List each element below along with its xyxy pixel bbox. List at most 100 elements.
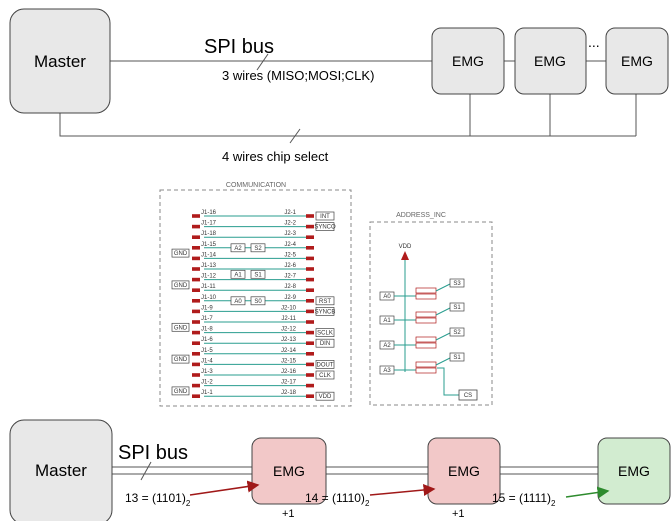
- gnd-label: GND: [174, 283, 188, 289]
- cs-label: CS: [464, 393, 472, 399]
- left-pin: [192, 362, 200, 367]
- right-pin-label: J2-13: [281, 337, 297, 343]
- address-tag-label: A0: [234, 299, 242, 305]
- jumper-top: [415, 287, 437, 294]
- left-pin: [192, 256, 200, 261]
- signal-port: [315, 360, 335, 369]
- cs-trace: [437, 367, 459, 396]
- right-pin: [306, 246, 314, 250]
- jumper-bottom: [415, 293, 437, 300]
- left-pin-label: J1-8: [201, 327, 213, 333]
- address-inc-title: ADDRESS_INC: [396, 212, 446, 219]
- right-pin-label: J2-6: [284, 263, 296, 269]
- address-arrow-2: [369, 484, 436, 496]
- ellipsis: ...: [588, 34, 600, 50]
- address-output-label: S1: [453, 305, 461, 311]
- vdd-arrow: [401, 251, 409, 260]
- right-pin-label: J2-11: [281, 316, 296, 322]
- right-pin-label: J2-9: [284, 295, 296, 301]
- master-box: [9, 8, 111, 114]
- bottom-emg-label-3: EMG: [618, 463, 650, 479]
- left-pin-label: J1-6: [201, 337, 213, 343]
- address-out-trace: [435, 283, 451, 292]
- address-tag: [230, 243, 246, 253]
- select-tag-label: S0: [254, 299, 262, 305]
- signal-port: [315, 307, 335, 316]
- emg-box-1: [431, 27, 505, 95]
- jumper-bottom: [415, 317, 437, 324]
- select-tag: [250, 269, 266, 279]
- gnd-port: [171, 354, 190, 364]
- bottom-emg-box-1: [251, 437, 327, 505]
- address-output-label: S2: [453, 330, 461, 336]
- signal-label: SCLK: [317, 331, 333, 337]
- right-pin: [306, 341, 314, 345]
- signal-port: [315, 338, 335, 348]
- cs-port: [458, 389, 478, 401]
- left-pin-label: J1-14: [201, 252, 217, 258]
- right-pin: [306, 383, 314, 388]
- signal-port: [315, 296, 335, 306]
- left-pin: [192, 224, 200, 229]
- right-pin-label: J2-15: [281, 358, 297, 364]
- left-pin: [192, 394, 200, 398]
- increment-label-1: +1: [282, 508, 295, 520]
- signal-label: INT: [320, 214, 330, 220]
- address-input-label: A3: [383, 368, 391, 374]
- jumper-top: [415, 361, 437, 368]
- right-pin-label: J2-1: [284, 210, 296, 216]
- address-output-port: [449, 327, 465, 337]
- left-pin: [192, 246, 200, 250]
- jumper-bottom: [415, 367, 437, 374]
- right-pin-label: J2-10: [281, 305, 297, 311]
- signal-label: SYNCB: [315, 309, 336, 315]
- communication-title: COMMUNICATION: [226, 182, 286, 189]
- address-inc-panel: [369, 221, 493, 406]
- bottom-spi-bus-title: SPI bus: [118, 442, 188, 464]
- address-out-trace: [435, 357, 451, 366]
- emg-label-1: EMG: [452, 53, 484, 69]
- address-output-port: [449, 278, 465, 288]
- bottom-emg-label-2: EMG: [448, 463, 480, 479]
- address-sub-1: 2: [186, 499, 191, 508]
- select-tag-label: S1: [254, 272, 262, 278]
- signal-label: CLK: [319, 373, 331, 379]
- cs-slash: [289, 128, 301, 144]
- right-pin: [306, 309, 314, 314]
- address-label-1: 13 = (1101)2: [125, 491, 191, 508]
- left-pin-label: J1-3: [201, 369, 213, 375]
- right-pin-label: J2-8: [284, 284, 296, 290]
- address-tag-label: A1: [234, 272, 242, 278]
- left-pin: [192, 341, 200, 345]
- right-pin-label: J2-18: [281, 390, 297, 396]
- left-pin: [192, 299, 200, 303]
- address-input-label: A2: [383, 343, 391, 349]
- jumper-bottom: [415, 342, 437, 349]
- signal-label: DIN: [320, 341, 330, 347]
- address-value-3: 15 = (1111): [492, 491, 551, 505]
- gnd-port: [171, 386, 190, 396]
- right-pin-label: J2-2: [284, 221, 296, 227]
- bottom-emg-label-1: EMG: [273, 463, 305, 479]
- signal-label: SYNCO: [314, 225, 336, 231]
- address-sub-3: 2: [551, 499, 556, 508]
- address-label-2: 14 = (1110)2: [305, 491, 370, 508]
- bus-wires-label: 3 wires (MISO;MOSI;CLK): [222, 68, 374, 83]
- signal-port: [315, 391, 335, 401]
- left-pin: [192, 288, 200, 292]
- signal-label: VDD: [319, 394, 332, 400]
- left-pin-label: J1-10: [201, 295, 217, 301]
- left-pin-label: J1-5: [201, 348, 213, 354]
- left-pin: [192, 373, 200, 377]
- gnd-port: [171, 248, 190, 258]
- right-pin: [306, 299, 314, 303]
- address-output-port: [449, 352, 465, 362]
- emg-label-2: EMG: [534, 53, 566, 69]
- spi-bus-title: SPI bus: [204, 36, 274, 58]
- right-pin-label: J2-16: [281, 369, 297, 375]
- signal-port: [315, 222, 335, 231]
- bottom-emg-box-2: [427, 437, 501, 505]
